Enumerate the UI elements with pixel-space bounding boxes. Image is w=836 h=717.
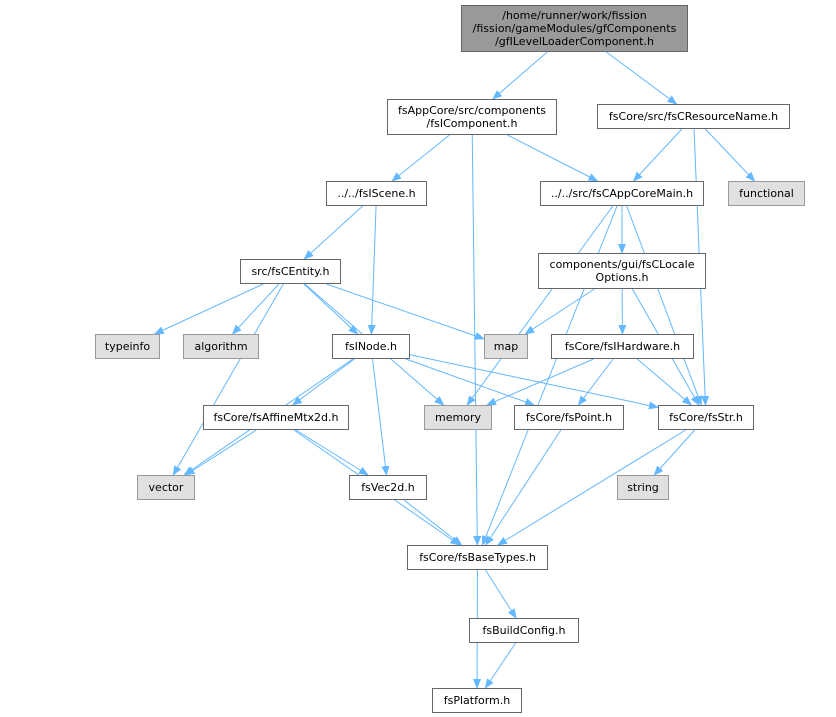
edge-fscentity-to-fsinode [303, 283, 359, 335]
edge-fsclocaleoptions-to-map [524, 288, 595, 335]
node-fsplatform[interactable]: fsPlatform.h [432, 688, 522, 713]
node-fscappcoremain[interactable]: ../../src/fsCAppCoreMain.h [540, 181, 704, 206]
node-fsclocaleoptions[interactable]: components/gui/fsCLocale Options.h [538, 253, 706, 289]
edge-fsicomponent-to-fsiscene [391, 134, 450, 182]
node-fsstr[interactable]: fsCore/fsStr.h [658, 405, 754, 430]
edge-fsinode-to-fspoint [405, 358, 536, 406]
edge-fscappcoremain-to-memory [466, 205, 614, 406]
edge-fsihardware-to-fsstr [636, 358, 693, 406]
node-functional: functional [728, 181, 805, 206]
node-fscresourcename[interactable]: fsCore/src/fsCResourceName.h [597, 104, 790, 129]
node-fsbuildconfig[interactable]: fsBuildConfig.h [469, 618, 579, 643]
edge-fsinode-to-fsstr [409, 354, 659, 410]
edge-fscresourcename-to-fscappcoremain [632, 128, 683, 182]
node-fsbasetypes[interactable]: fsCore/fsBaseTypes.h [407, 545, 548, 570]
node-fsicomponent[interactable]: fsAppCore/src/components /fsIComponent.h [387, 99, 557, 135]
edge-fscentity-to-algorithm [231, 283, 280, 335]
node-fscentity[interactable]: src/fsCEntity.h [240, 259, 341, 284]
node-fsihardware[interactable]: fsCore/fsIHardware.h [551, 334, 694, 359]
edge-fsvec2d-to-fsbasetypes [403, 499, 463, 546]
node-typeinfo: typeinfo [95, 334, 160, 359]
node-string: string [617, 475, 669, 500]
edge-fsicomponent-to-fscappcoremain [507, 134, 599, 182]
edge-fsihardware-to-memory [486, 358, 594, 406]
edge-fsstr-to-fsbasetypes [497, 429, 686, 546]
edge-fscentity-to-typeinfo [153, 283, 264, 335]
edge-fscentity-to-vector [172, 283, 284, 476]
node-vector: vector [137, 475, 195, 500]
edge-fsiscene-to-fscentity [303, 205, 364, 260]
node-memory: memory [424, 405, 492, 430]
edge-fsinode-to-fsaffinemtx2d [291, 358, 355, 406]
node-algorithm: algorithm [183, 334, 259, 359]
edge-fsinode-to-fsvec2d [372, 358, 390, 476]
node-fsiscene[interactable]: ../../fsIScene.h [326, 181, 427, 206]
edge-fsbuildconfig-to-fsplatform [484, 642, 517, 689]
edge-root-to-fscresourcename [605, 51, 678, 105]
edge-fsstr-to-string [653, 429, 696, 476]
node-fsaffinemtx2d[interactable]: fsCore/fsAffineMtx2d.h [203, 405, 349, 430]
edge-fsaffinemtx2d-to-fsvec2d [295, 429, 369, 476]
edge-fsihardware-to-fspoint [577, 358, 614, 406]
node-root: /home/runner/work/fission /fission/gameM… [461, 5, 688, 52]
node-fsvec2d[interactable]: fsVec2d.h [349, 475, 427, 500]
edge-fsiscene-to-fsinode [367, 205, 377, 335]
edge-fscresourcename-to-functional [704, 128, 756, 182]
node-map: map [484, 334, 528, 359]
edge-fscentity-to-map [326, 283, 485, 340]
edge-fspoint-to-fsbasetypes [485, 429, 562, 546]
edge-fsbasetypes-to-fsbuildconfig [485, 569, 517, 619]
edge-root-to-fsicomponent [492, 51, 548, 100]
node-fspoint[interactable]: fsCore/fsPoint.h [514, 405, 624, 430]
node-fsinode[interactable]: fsINode.h [332, 334, 410, 359]
edge-fscappcoremain-to-fsstr [626, 205, 702, 406]
edge-fsaffinemtx2d-to-vector [184, 429, 257, 476]
edge-fsicomponent-to-fsbasetypes [471, 134, 482, 546]
